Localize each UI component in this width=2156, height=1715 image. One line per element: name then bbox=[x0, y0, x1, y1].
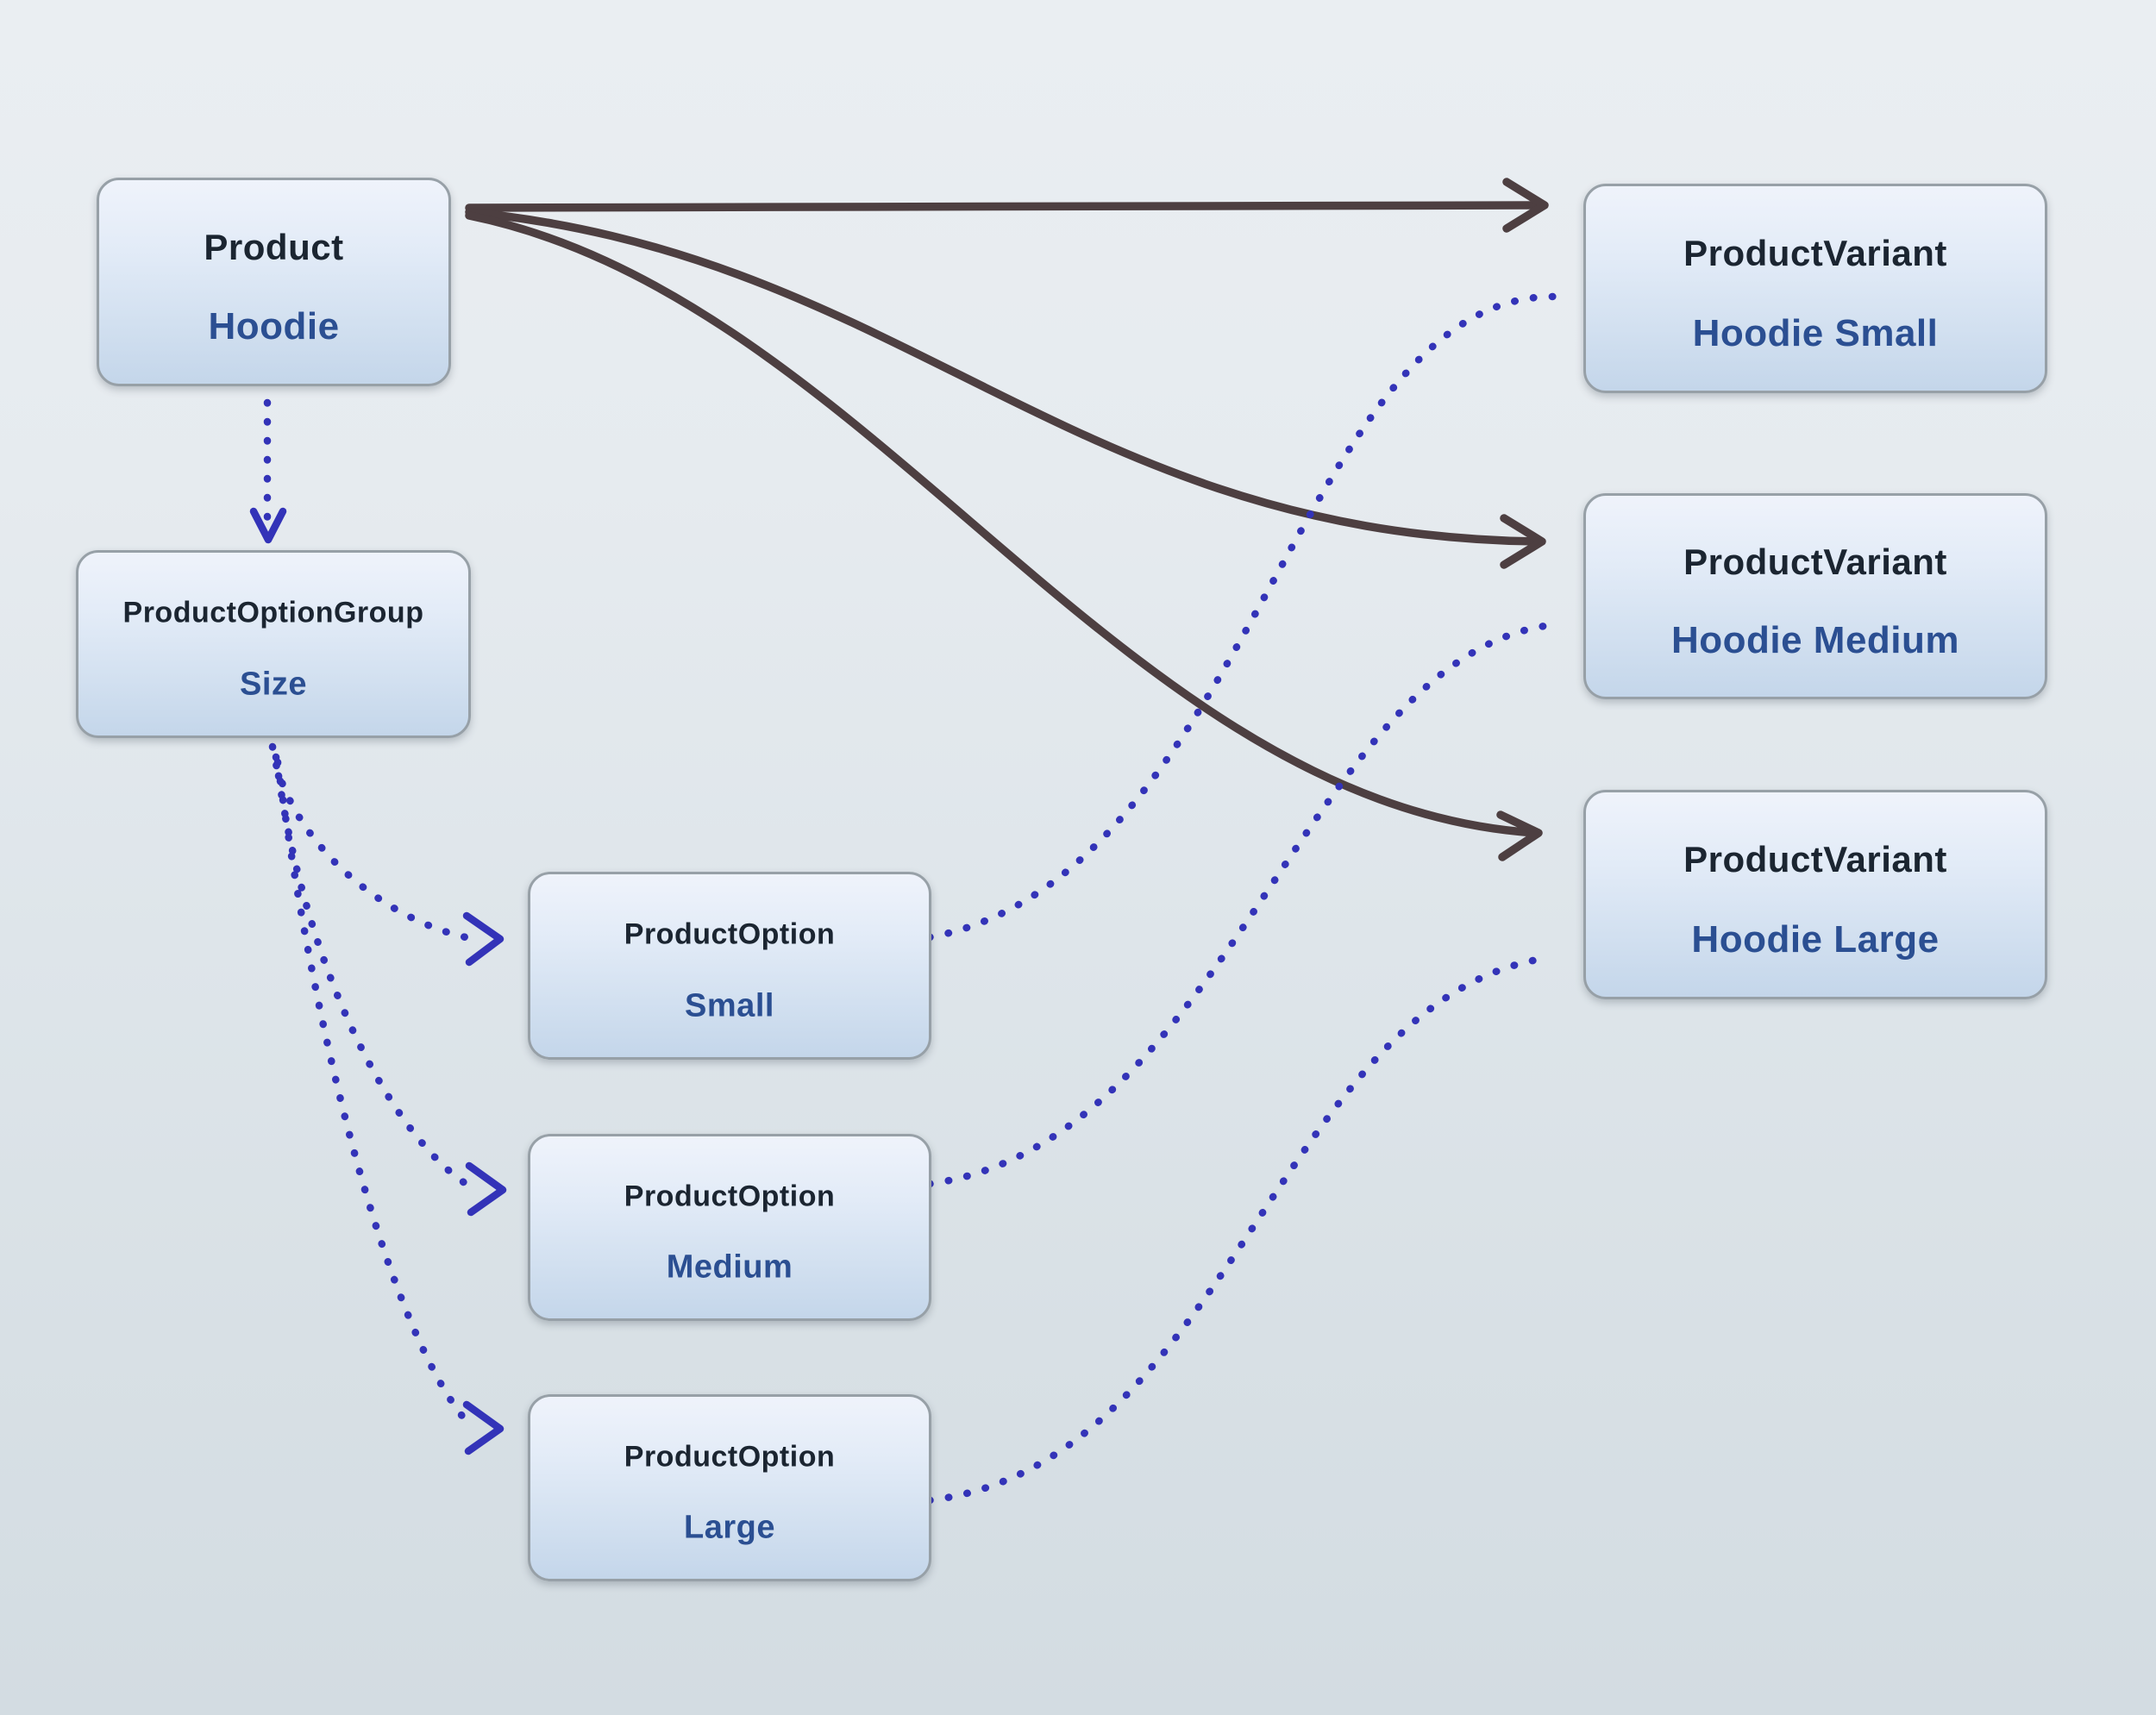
edge-product-to-variant-small-arrowhead bbox=[1502, 178, 1549, 233]
node-product-variant-medium: ProductVariant Hoodie Medium bbox=[1583, 493, 2047, 699]
node-variant-large-title: ProductVariant bbox=[1683, 839, 1947, 880]
node-variant-small-title: ProductVariant bbox=[1683, 233, 1947, 274]
edge-option-small-to-variant-small bbox=[925, 292, 1558, 942]
node-variant-medium-title: ProductVariant bbox=[1683, 541, 1947, 582]
edge-option-group-to-option-small bbox=[268, 742, 470, 942]
node-option-large-value: Large bbox=[684, 1509, 775, 1546]
node-product-variant-small: ProductVariant Hoodie Small bbox=[1583, 184, 2047, 393]
node-variant-small-value: Hoodie Small bbox=[1692, 311, 1939, 354]
node-product-value: Hoodie bbox=[208, 304, 340, 347]
edge-product-to-variant-small bbox=[465, 201, 1546, 212]
node-product-option-group: ProductOptionGroup Size bbox=[76, 550, 471, 738]
edge-product-to-variant-medium bbox=[465, 208, 1543, 546]
node-variant-large-value: Hoodie Large bbox=[1691, 917, 1940, 961]
edge-product-to-variant-large-arrowhead bbox=[1496, 811, 1543, 861]
edge-option-group-to-option-medium-arrowhead bbox=[465, 1161, 507, 1217]
node-option-group-value: Size bbox=[239, 666, 308, 703]
node-option-large-title: ProductOption bbox=[624, 1440, 836, 1474]
node-option-small-value: Small bbox=[685, 987, 774, 1024]
edge-option-large-to-variant-large bbox=[925, 955, 1546, 1505]
edge-product-to-option-group-arrowhead bbox=[249, 507, 287, 544]
node-variant-medium-value: Hoodie Medium bbox=[1670, 618, 1960, 661]
node-product-variant-large: ProductVariant Hoodie Large bbox=[1583, 790, 2047, 999]
node-option-group-title: ProductOptionGroup bbox=[122, 596, 424, 629]
node-product-option-medium: ProductOption Medium bbox=[528, 1134, 931, 1321]
edge-option-group-to-option-small-arrowhead bbox=[462, 911, 505, 967]
node-product: Product Hoodie bbox=[97, 178, 451, 386]
node-option-medium-title: ProductOption bbox=[624, 1180, 836, 1213]
edge-option-group-to-option-medium bbox=[272, 753, 474, 1191]
node-option-medium-value: Medium bbox=[666, 1249, 793, 1286]
node-product-title: Product bbox=[204, 226, 344, 267]
edge-option-medium-to-variant-medium bbox=[925, 621, 1555, 1188]
edge-option-group-to-option-large-arrowhead bbox=[462, 1400, 505, 1455]
edge-option-group-to-option-large bbox=[273, 758, 473, 1429]
node-option-small-title: ProductOption bbox=[624, 917, 836, 951]
node-product-option-small: ProductOption Small bbox=[528, 872, 931, 1060]
node-product-option-large: ProductOption Large bbox=[528, 1394, 931, 1581]
edge-product-to-variant-large bbox=[465, 211, 1540, 837]
edge-product-to-variant-medium-arrowhead bbox=[1500, 514, 1546, 569]
